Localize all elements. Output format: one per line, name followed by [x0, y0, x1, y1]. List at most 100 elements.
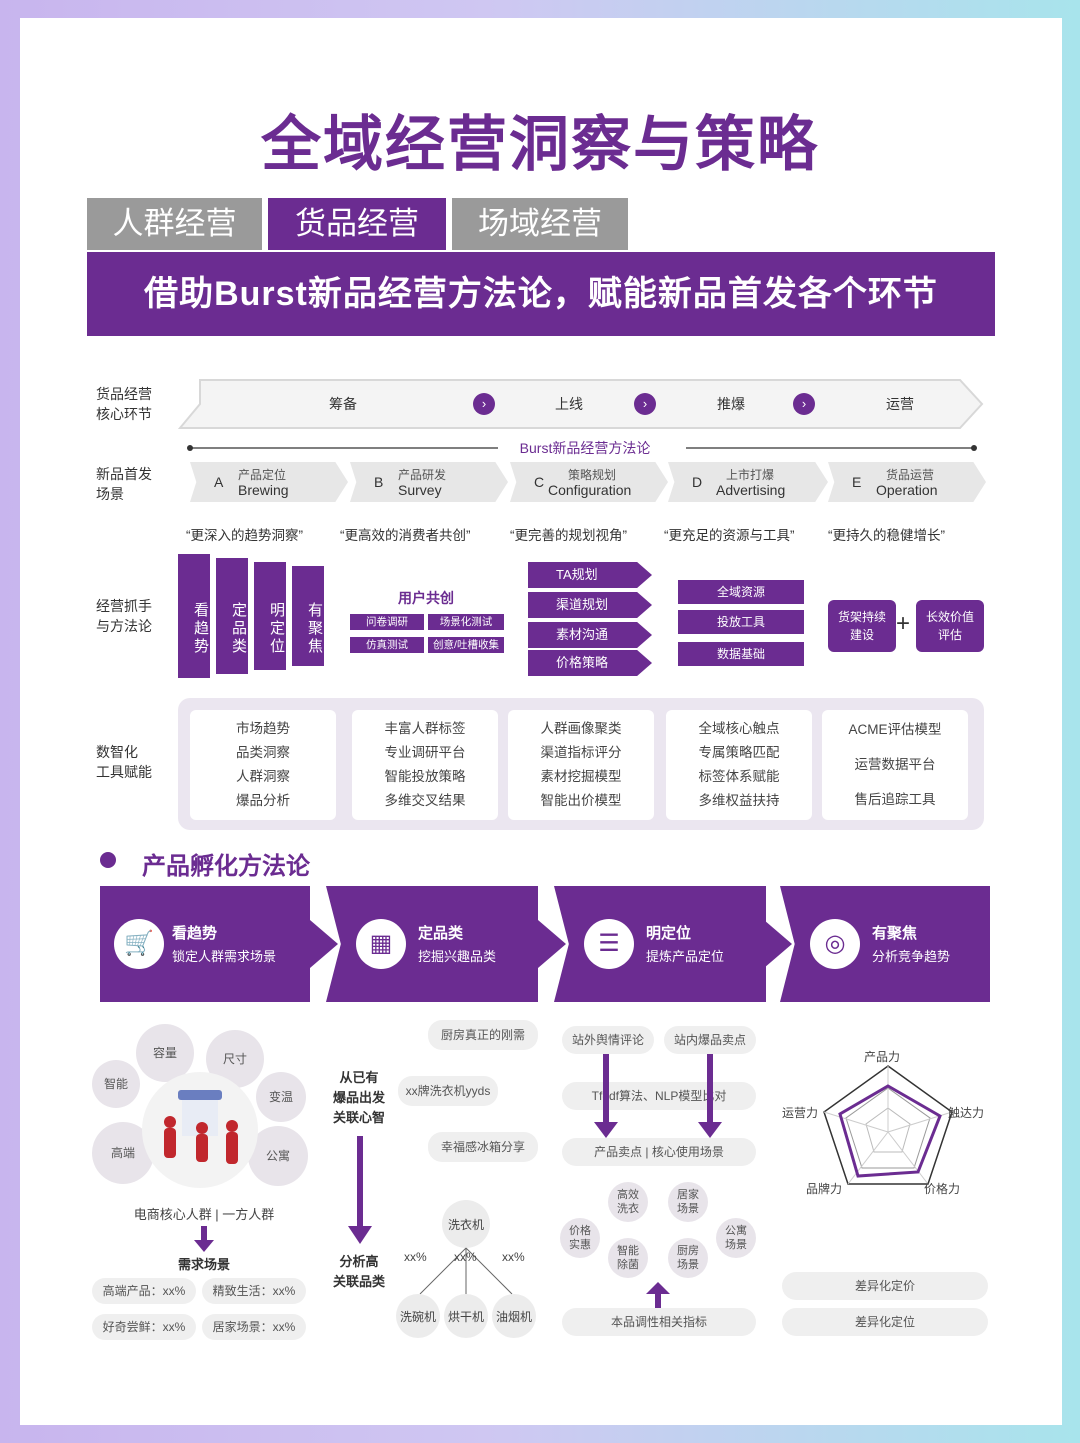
resource-item: 全域资源 — [678, 580, 804, 604]
keyword-tag: 厨房真正的刚需 — [428, 1020, 538, 1050]
tool-card: 市场趋势品类洞察人群洞察爆品分析 — [190, 710, 336, 820]
resource-item: 数据基础 — [678, 642, 804, 666]
node-leaf: 洗碗机 — [399, 1310, 436, 1324]
label-grasp: 经营抓手 与方法论 — [96, 598, 152, 634]
tab-crowd[interactable]: 人群经营 — [87, 198, 262, 250]
bullet-icon — [100, 852, 116, 868]
strategy-pill: 差异化定价 — [782, 1272, 988, 1300]
list-icon: ☰ — [584, 919, 634, 969]
from-text: 从已有 爆品出发 关联心智 — [332, 1070, 385, 1125]
selling-point-tag: 产品卖点 | 核心使用场景 — [562, 1138, 756, 1166]
tool-card: 全域核心触点专属策略匹配标签体系赋能多维权益扶持 — [666, 710, 812, 820]
scene-letter: E — [852, 474, 862, 490]
tool-item: 人群画像聚类 — [540, 721, 622, 736]
banner: 借助Burst新品经营方法论，赋能新品首发各个环节 — [87, 252, 995, 336]
tab-field[interactable]: 场域经营 — [452, 198, 628, 250]
method-label: Burst新品经营方法论 — [519, 440, 651, 456]
pct-label: xx% — [502, 1250, 525, 1264]
tool-item: 智能出价模型 — [540, 793, 622, 808]
chevron-right-icon: › — [634, 393, 656, 415]
flow-arrows — [594, 1054, 722, 1138]
scene-letter: C — [534, 474, 545, 490]
tool-card: 丰富人群标签专业调研平台智能投放策略多维交叉结果 — [352, 710, 498, 820]
pillar-trend: 看趋势 — [178, 554, 210, 678]
label-tool: 数智化 工具赋能 — [96, 744, 152, 780]
plan-item: 素材沟通 — [528, 622, 652, 648]
radar-chart — [823, 1065, 953, 1185]
to-text: 分析高 关联品类 — [332, 1254, 385, 1289]
stat-pill: 居家场景：xx% — [202, 1314, 306, 1340]
tool-item: 专业调研平台 — [384, 745, 466, 760]
radar-axis: 运营力 — [782, 1106, 819, 1120]
keyword-tag: 幸福感冰箱分享 — [428, 1132, 538, 1162]
plan-item: 渠道规划 — [528, 592, 652, 618]
tool-item: ACME评估模型 — [848, 722, 942, 737]
tool-item: 智能投放策略 — [384, 769, 466, 784]
step-sub: 挖掘兴趣品类 — [418, 949, 497, 964]
radar-axis: 价格力 — [924, 1182, 961, 1196]
plan-item: TA规划 — [528, 562, 652, 588]
pillar-category: 定品类 — [216, 558, 248, 674]
step-sub: 锁定人群需求场景 — [172, 949, 277, 964]
source-tag: 站内爆品卖点 — [664, 1026, 756, 1054]
step-chevrons — [310, 920, 792, 968]
stage-prepare: 筹备 — [329, 396, 357, 412]
tool-item: 售后追踪工具 — [854, 792, 936, 807]
pct-label: xx% — [404, 1250, 427, 1264]
cocreate-item: 场景化测试 — [428, 614, 504, 630]
tool-card: ACME评估模型运营数据平台售后追踪工具 — [822, 710, 968, 820]
tool-item: 多维交叉结果 — [384, 793, 466, 808]
scene-bubble: 公寓 场景 — [716, 1218, 756, 1258]
tab-goods[interactable]: 货品经营 — [268, 198, 446, 250]
scene-en: Survey — [398, 482, 442, 498]
step-focus: ◎有聚焦分析竞争趋势 — [780, 886, 990, 1002]
plan-item: 价格策略 — [528, 650, 652, 676]
source-tag: 站外舆情评论 — [562, 1026, 654, 1054]
scene-bubble: 价格 实惠 — [560, 1218, 600, 1258]
scene-en: Operation — [876, 482, 938, 498]
bubble: 高端 — [92, 1122, 154, 1184]
tool-item: 全域核心触点 — [698, 721, 780, 736]
step-title: 明定位 — [646, 925, 692, 942]
node-leaf: 烘干机 — [447, 1310, 484, 1324]
resource-item: 投放工具 — [678, 610, 804, 634]
radar-axis: 品牌力 — [806, 1182, 843, 1196]
shopping-illustration — [142, 1072, 258, 1188]
cocreate-title: 用户共创 — [398, 590, 454, 606]
arrow-up-icon — [646, 1282, 670, 1308]
tool-item: 标签体系赋能 — [698, 769, 780, 784]
arrow-down-icon — [194, 1226, 214, 1252]
tool-item: 爆品分析 — [236, 793, 290, 808]
strategy-pill: 差异化定位 — [782, 1308, 988, 1336]
bubble: 智能 — [92, 1060, 140, 1108]
step-sub: 分析竞争趋势 — [872, 949, 951, 964]
tool-item: 人群洞察 — [236, 769, 290, 784]
quote: “更持久的稳健增长” — [828, 528, 945, 543]
cocreate-item: 创意/吐槽收集 — [428, 637, 504, 653]
basket-icon: 🛒 — [114, 919, 164, 969]
label-scene: 新品首发 场景 — [96, 466, 152, 502]
stage-push: 推爆 — [717, 396, 745, 412]
bubble: 变温 — [256, 1072, 306, 1122]
step-title: 定品类 — [418, 925, 464, 942]
quote: “更高效的消费者共创” — [340, 528, 471, 543]
bubble: 容量 — [136, 1024, 194, 1082]
pct-label: xx% — [454, 1250, 477, 1264]
tool-item: 运营数据平台 — [854, 757, 936, 772]
radar-axis: 产品力 — [864, 1050, 901, 1064]
method-line — [187, 445, 977, 451]
radar-axis: 触达力 — [948, 1106, 985, 1120]
relation-tree — [396, 1200, 536, 1338]
stat-pill: 精致生活：xx% — [202, 1278, 306, 1304]
node-center: 洗衣机 — [447, 1218, 484, 1232]
chevron-right-icon: › — [473, 393, 495, 415]
metric-tag: 本品调性相关指标 — [562, 1308, 756, 1336]
stage-track — [178, 379, 984, 429]
step-category: ▦定品类挖掘兴趣品类 — [326, 886, 538, 1002]
stage-operate: 运营 — [886, 396, 914, 412]
target-icon: ◎ — [810, 919, 860, 969]
